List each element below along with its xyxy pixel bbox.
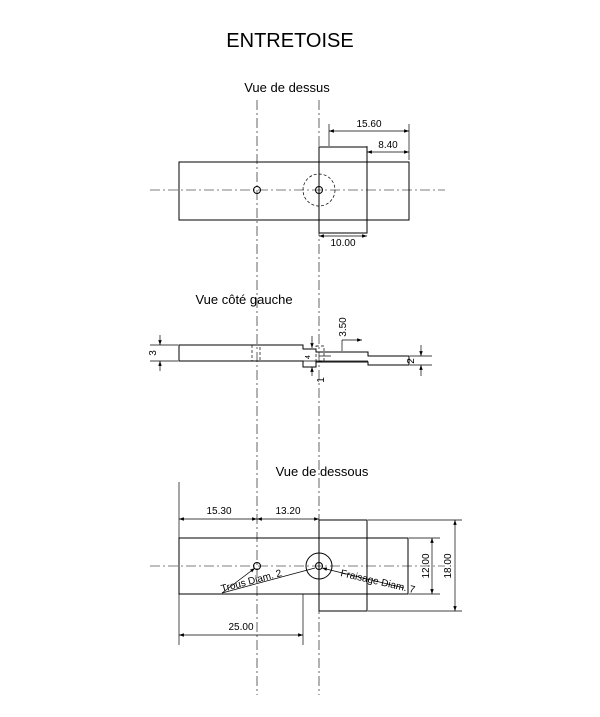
bottom-view: Vue de dessous 15.30 13.20 25.00 12.00 1… — [150, 464, 462, 645]
bottom-view-hole-right — [315, 562, 323, 570]
top-view-title: Vue de dessus — [244, 80, 330, 95]
dim-label-12-00: 12.00 — [421, 553, 432, 578]
dim-label-25-00: 25.00 — [228, 622, 253, 633]
dim-label-10-00: 10.00 — [330, 238, 355, 249]
top-view-boss — [318, 146, 368, 234]
bottom-view-boss — [318, 519, 368, 612]
side-view-title: Vue côté gauche — [195, 292, 292, 307]
dim-label-4: 4 — [305, 355, 312, 359]
bottom-view-title: Vue de dessous — [276, 464, 369, 479]
top-view-body — [178, 161, 410, 221]
dim-label-1: 1 — [316, 377, 327, 383]
dim-label-15-60: 15.60 — [356, 119, 381, 130]
dim-label-3-50: 3.50 — [338, 317, 349, 337]
side-view-hole-hidden-left — [251, 344, 261, 362]
top-view: Vue de dessus 15.60 8.40 10.00 — [150, 80, 445, 249]
dim-label-2: 2 — [406, 358, 417, 364]
dim-label-3: 3 — [148, 350, 159, 356]
dim-label-13-20: 13.20 — [275, 506, 300, 517]
side-view: Vue côté gauche 3 3.50 2 1 4 — [148, 292, 432, 383]
top-view-hole-left — [253, 186, 261, 194]
side-view-profile — [178, 344, 410, 368]
dim-label-8-40: 8.40 — [378, 140, 398, 151]
dim-label-18-00: 18.00 — [443, 553, 454, 578]
side-view-hole-hidden-right — [315, 345, 325, 362]
top-view-countersink-hidden — [302, 173, 336, 207]
note-trous-diam: Trous Diam. 2 — [220, 568, 284, 595]
drawing-title: ENTRETOISE — [226, 30, 353, 52]
bottom-view-hole-left — [253, 562, 261, 570]
leader-trous — [221, 567, 256, 594]
top-view-hole-right — [315, 186, 323, 194]
dim-label-15-30: 15.30 — [206, 506, 231, 517]
leader-fraisage — [321, 567, 405, 589]
note-fraisage-diam: Fraisage Diam. 7 — [339, 568, 416, 596]
bottom-view-countersink — [305, 552, 333, 580]
